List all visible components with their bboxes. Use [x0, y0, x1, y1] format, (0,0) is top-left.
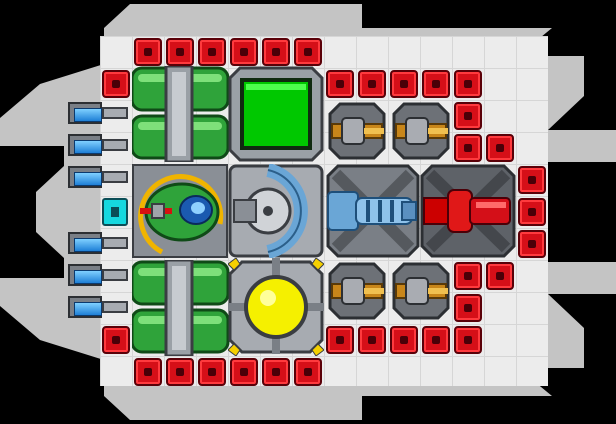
armor-block[interactable]: [518, 230, 546, 258]
armor-block[interactable]: [358, 70, 386, 98]
armor-block[interactable]: [454, 134, 482, 162]
armor-block[interactable]: [486, 134, 514, 162]
armor-block[interactable]: [454, 326, 482, 354]
armor-block[interactable]: [262, 38, 290, 66]
armor-block[interactable]: [454, 262, 482, 290]
gold-autocannon-icon[interactable]: [328, 262, 386, 320]
armor-block[interactable]: [166, 38, 194, 66]
thruster-icon[interactable]: [68, 264, 128, 286]
fuel-tank-bottom[interactable]: [132, 260, 230, 356]
cyan-connector-icon[interactable]: [102, 198, 128, 226]
thruster-icon[interactable]: [68, 232, 128, 254]
armor-block[interactable]: [454, 102, 482, 130]
armor-block[interactable]: [230, 38, 258, 66]
armor-block[interactable]: [102, 70, 130, 98]
armor-block[interactable]: [262, 358, 290, 386]
armor-block[interactable]: [230, 358, 258, 386]
thruster-icon[interactable]: [68, 166, 128, 188]
armor-block[interactable]: [422, 326, 450, 354]
armor-block[interactable]: [390, 326, 418, 354]
armor-block[interactable]: [390, 70, 418, 98]
yellow-reactor-icon[interactable]: [228, 258, 324, 356]
shield-generator-icon[interactable]: [228, 164, 324, 258]
armor-block[interactable]: [294, 358, 322, 386]
gold-autocannon-icon[interactable]: [328, 102, 386, 160]
thruster-icon[interactable]: [68, 134, 128, 156]
armor-block[interactable]: [326, 326, 354, 354]
armor-block[interactable]: [486, 262, 514, 290]
gold-autocannon-icon[interactable]: [392, 262, 450, 320]
armor-block[interactable]: [454, 70, 482, 98]
armor-block[interactable]: [134, 38, 162, 66]
armor-block[interactable]: [294, 38, 322, 66]
green-screen-icon[interactable]: [228, 66, 324, 162]
gold-autocannon-icon[interactable]: [392, 102, 450, 160]
thruster-icon[interactable]: [68, 102, 128, 124]
armor-block[interactable]: [166, 358, 194, 386]
green-cockpit-icon[interactable]: [132, 164, 228, 258]
armor-block[interactable]: [358, 326, 386, 354]
blue-beam-cannon-icon[interactable]: [326, 164, 420, 258]
armor-block[interactable]: [454, 294, 482, 322]
armor-block[interactable]: [198, 358, 226, 386]
red-laser-cannon-icon[interactable]: [420, 164, 516, 258]
armor-block[interactable]: [102, 326, 130, 354]
thruster-icon[interactable]: [68, 296, 128, 318]
armor-block[interactable]: [326, 70, 354, 98]
armor-block[interactable]: [134, 358, 162, 386]
fuel-tank-top[interactable]: [132, 66, 230, 162]
armor-block[interactable]: [422, 70, 450, 98]
armor-block[interactable]: [518, 198, 546, 226]
armor-block[interactable]: [518, 166, 546, 194]
armor-block[interactable]: [198, 38, 226, 66]
